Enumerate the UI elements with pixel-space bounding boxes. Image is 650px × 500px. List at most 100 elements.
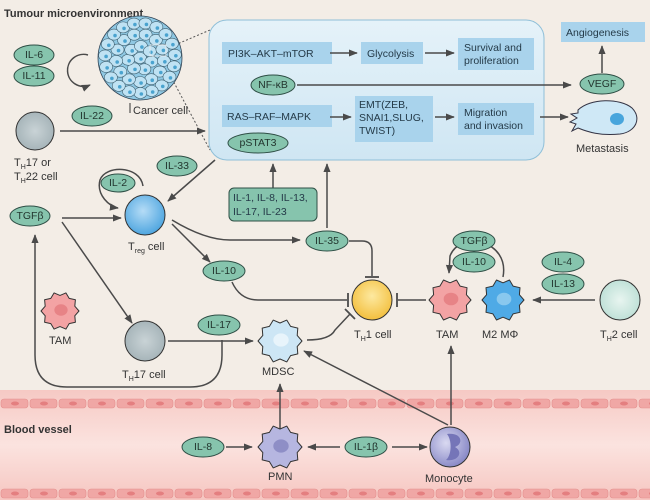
metastasis-cell-icon	[568, 100, 638, 135]
cytokine-label: IL-1β	[354, 441, 378, 453]
th1-cell-icon	[351, 279, 393, 321]
svg-text:Angiogenesis: Angiogenesis	[566, 27, 629, 39]
inhibit-il10-th1	[231, 281, 347, 301]
cytokine-label: IL-11	[22, 70, 45, 82]
cytokine-tgfb: TGFβ	[9, 205, 51, 227]
svg-text:and invasion: and invasion	[464, 120, 523, 132]
cytokine-il10: IL-10	[202, 260, 246, 282]
treg-cell-icon	[124, 194, 166, 236]
cytokine-il8: IL-8	[181, 436, 225, 458]
box-ras: RAS–RAF–MAPK	[222, 105, 332, 127]
cytokine-il6: IL-6	[13, 44, 55, 66]
m2-label: M2 MΦ	[482, 329, 519, 341]
th17-th22-label-1: TH17 or	[14, 157, 51, 171]
cytokine-box-multi: IL-1, IL-8, IL-13, IL-17, IL-23	[228, 187, 318, 222]
th1-label: TH1 cell	[354, 329, 391, 343]
cytokine-label: IL-6	[25, 49, 43, 61]
inhibit-mdsc-th1	[306, 313, 351, 341]
th2-cell-icon	[599, 279, 641, 321]
cytokine-label: NF-κB	[258, 79, 288, 91]
th17-th22-cell-icon	[15, 111, 55, 151]
svg-text:Migration: Migration	[464, 107, 507, 119]
cytokine-label: TGFβ	[460, 235, 487, 247]
cytokine-label: pSTAT3	[240, 137, 277, 149]
arrow-panel-treg	[167, 159, 216, 202]
cancer-cell-cluster	[97, 15, 183, 101]
th17-cell-icon	[124, 320, 166, 362]
svg-text:IL-17, IL-23: IL-17, IL-23	[233, 206, 287, 218]
cytokine-label: IL-33	[165, 160, 189, 172]
arrow-monocyte-mdsc	[303, 350, 449, 426]
svg-text:TWIST): TWIST)	[359, 125, 395, 137]
svg-text:EMT(ZEB,: EMT(ZEB,	[359, 99, 408, 111]
svg-text:IL-1, IL-8, IL-13,: IL-1, IL-8, IL-13,	[233, 192, 308, 204]
box-emt: EMT(ZEB, SNAI1,SLUG, TWIST)	[355, 96, 433, 142]
cytokine-label: IL-4	[554, 256, 572, 268]
cytokine-il22: IL-22	[71, 105, 113, 127]
th17-label: TH17 cell	[122, 369, 166, 383]
svg-text:Survival and: Survival and	[464, 42, 522, 54]
cytokine-label: IL-22	[80, 110, 104, 122]
cytokine-label: IL-10	[212, 265, 236, 277]
svg-text:PI3K–AKT–mTOR: PI3K–AKT–mTOR	[228, 48, 314, 60]
arrow-th17-tgfb-loop	[31, 234, 223, 388]
monocyte-cell-icon	[429, 426, 471, 468]
cytokine-il10b: IL-10	[452, 251, 496, 273]
cytokine-tgfb2: TGFβ	[452, 230, 496, 252]
cytokine-il1b: IL-1β	[344, 436, 388, 458]
cytokine-label: IL-35	[315, 235, 339, 247]
tam-label-right: TAM	[436, 329, 458, 341]
il2-loop-arrow	[98, 168, 144, 211]
pmn-cell-icon	[257, 425, 303, 469]
box-migration: Migration and invasion	[458, 103, 534, 135]
box-pi3k: PI3K–AKT–mTOR	[222, 42, 332, 64]
cytokine-pstat3: pSTAT3	[227, 132, 289, 154]
box-glycolysis: Glycolysis	[361, 42, 423, 64]
vessel-wall-bottom	[0, 488, 650, 499]
cytokine-label: TGFβ	[16, 210, 43, 222]
cytokine-il4: IL-4	[541, 251, 585, 273]
box-angiogenesis: Angiogenesis	[561, 22, 645, 42]
box-survival: Survival and proliferation	[458, 38, 534, 70]
cytokine-label: VEGF	[588, 78, 617, 90]
cytokine-label: IL-10	[462, 256, 486, 268]
autocrine-loop-arrow	[66, 53, 91, 92]
m2-macrophage-icon	[481, 279, 525, 321]
pmn-label: PMN	[268, 471, 293, 483]
cytokine-vegf: VEGF	[579, 73, 625, 95]
svg-text:Glycolysis: Glycolysis	[367, 48, 414, 60]
th17-th22-label-2: TH22 cell	[14, 171, 58, 185]
cancer-cell-label: Cancer cell	[133, 105, 188, 117]
tam-label-left: TAM	[49, 335, 71, 347]
svg-text:RAS–RAF–MAPK: RAS–RAF–MAPK	[227, 111, 311, 123]
region-label-tumour: Tumour microenvironment	[4, 8, 143, 20]
cytokine-il17: IL-17	[197, 314, 241, 336]
cytokine-nfkb: NF-κB	[250, 74, 296, 96]
blood-vessel	[0, 390, 650, 500]
th2-label: TH2 cell	[600, 329, 637, 343]
mdsc-cell-icon	[257, 319, 303, 363]
tam-cell-icon-left	[40, 292, 80, 330]
svg-text:SNAI1,SLUG,: SNAI1,SLUG,	[359, 112, 424, 124]
monocyte-label: Monocyte	[425, 473, 473, 485]
cytokine-il35: IL-35	[305, 230, 349, 252]
cytokine-label: IL-8	[194, 441, 212, 453]
arrow-tgfb-th17	[61, 221, 133, 324]
cytokine-label: IL-17	[207, 319, 231, 331]
arrow-treg-il35	[171, 219, 301, 244]
svg-text:proliferation: proliferation	[464, 55, 519, 67]
inhibit-il35-th1	[349, 240, 373, 276]
cytokine-label: IL-2	[109, 177, 127, 189]
cytokine-label: IL-13	[551, 278, 575, 290]
arrow-treg-il10	[171, 223, 211, 263]
tam-cell-icon-right	[428, 279, 472, 321]
mdsc-label: MDSC	[262, 366, 294, 378]
cytokine-il13: IL-13	[541, 273, 585, 295]
zoom-line-top	[174, 29, 211, 46]
cytokine-il11: IL-11	[13, 65, 55, 87]
cytokine-il2: IL-2	[100, 173, 136, 193]
cytokine-il33: IL-33	[156, 155, 198, 177]
region-label-blood: Blood vessel	[4, 424, 72, 436]
treg-label: Treg cell	[128, 241, 164, 255]
